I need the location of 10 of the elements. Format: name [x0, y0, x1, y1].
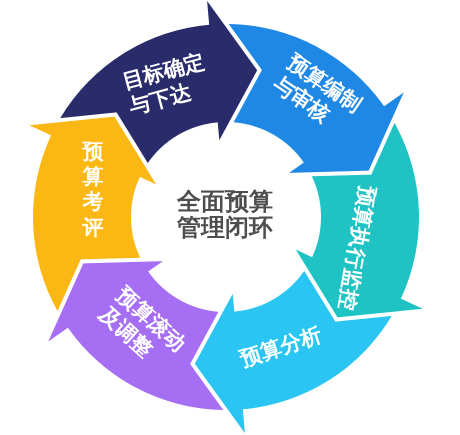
- center-label: 全面预算管理闭环: [176, 188, 274, 242]
- segment-label: 预算滚动及调整: [93, 282, 192, 364]
- segment-label: 目标确定与下达: [120, 48, 208, 120]
- segment-label: 预算执行监控: [333, 184, 381, 312]
- segment-label: 预算编制与审核: [268, 49, 368, 129]
- segment-label: 预算考评: [82, 140, 104, 240]
- segment-label: 预算分析: [237, 322, 325, 372]
- curved-arrow-segment: [48, 261, 224, 410]
- curved-arrow-segment: [60, 0, 258, 164]
- curved-arrow-segment: [228, 24, 404, 173]
